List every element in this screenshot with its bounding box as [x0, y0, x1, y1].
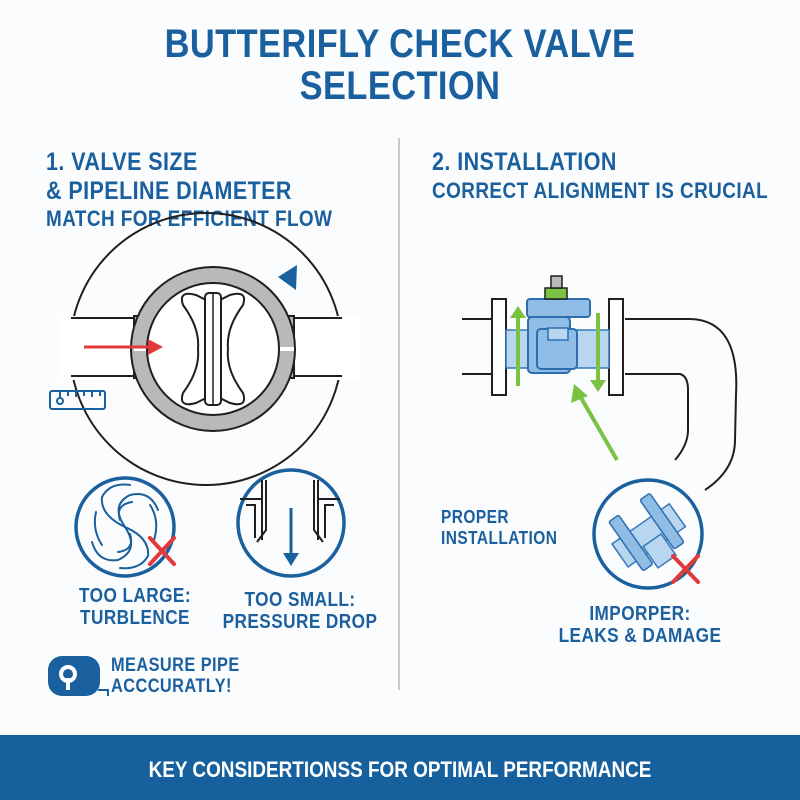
footer-banner: KEY CONSIDERTIONSS FOR OPTIMAL PERFORMAN…	[0, 735, 800, 800]
section1-heading-line2: & PIPELINE DIAMETER	[46, 177, 292, 205]
improper-desc: LEAKS & DAMAGE	[558, 625, 722, 647]
flow-arrow-icon	[84, 339, 163, 355]
section2-heading: 2. INSTALLATION	[432, 148, 617, 176]
tape-measure-icon	[48, 656, 109, 696]
measure-tip-line2: ACCCURATLY!	[111, 676, 232, 697]
too-small-label: TOO SMALL:	[244, 589, 356, 611]
page-title-line2: SELECTION	[299, 64, 501, 108]
page-title-line1: BUTTERIFLY CHECK VALVE	[164, 22, 636, 66]
too-large-label: TOO LARGE:	[79, 585, 191, 607]
alignment-arrow-icon	[510, 306, 619, 462]
pressure-drop-icon	[236, 468, 346, 578]
section1-subheading: MATCH FOR EFFICIENT FLOW	[46, 206, 333, 231]
improper-label: IMPORPER:	[589, 603, 691, 625]
too-small-desc: PRESSURE DROP	[222, 611, 378, 633]
footer-text: KEY CONSIDERTIONSS FOR OPTIMAL PERFORMAN…	[148, 757, 652, 782]
proper-installation-label: PROPER	[441, 507, 509, 527]
pipe-elbow	[462, 318, 738, 491]
section-divider	[398, 138, 400, 690]
error-x-icon	[148, 536, 176, 566]
section2-subheading: CORRECT ALIGNMENT IS CRUCIAL	[432, 178, 769, 203]
turbulence-swirl-icon	[74, 476, 176, 578]
measure-tip-line1: MEASURE PIPE	[111, 655, 240, 676]
too-large-desc: TURBLENCE	[80, 607, 190, 629]
section1-heading: 1. VALVE SIZE	[46, 148, 198, 176]
misaligned-valve-icon	[592, 478, 704, 590]
rotation-arrow-icon	[278, 265, 297, 290]
ruler-icon	[49, 390, 106, 410]
proper-installation-label-line2: INSTALLATION	[441, 528, 558, 548]
butterfly-valve-diagram	[60, 212, 360, 486]
installed-valve-diagram	[491, 275, 624, 396]
